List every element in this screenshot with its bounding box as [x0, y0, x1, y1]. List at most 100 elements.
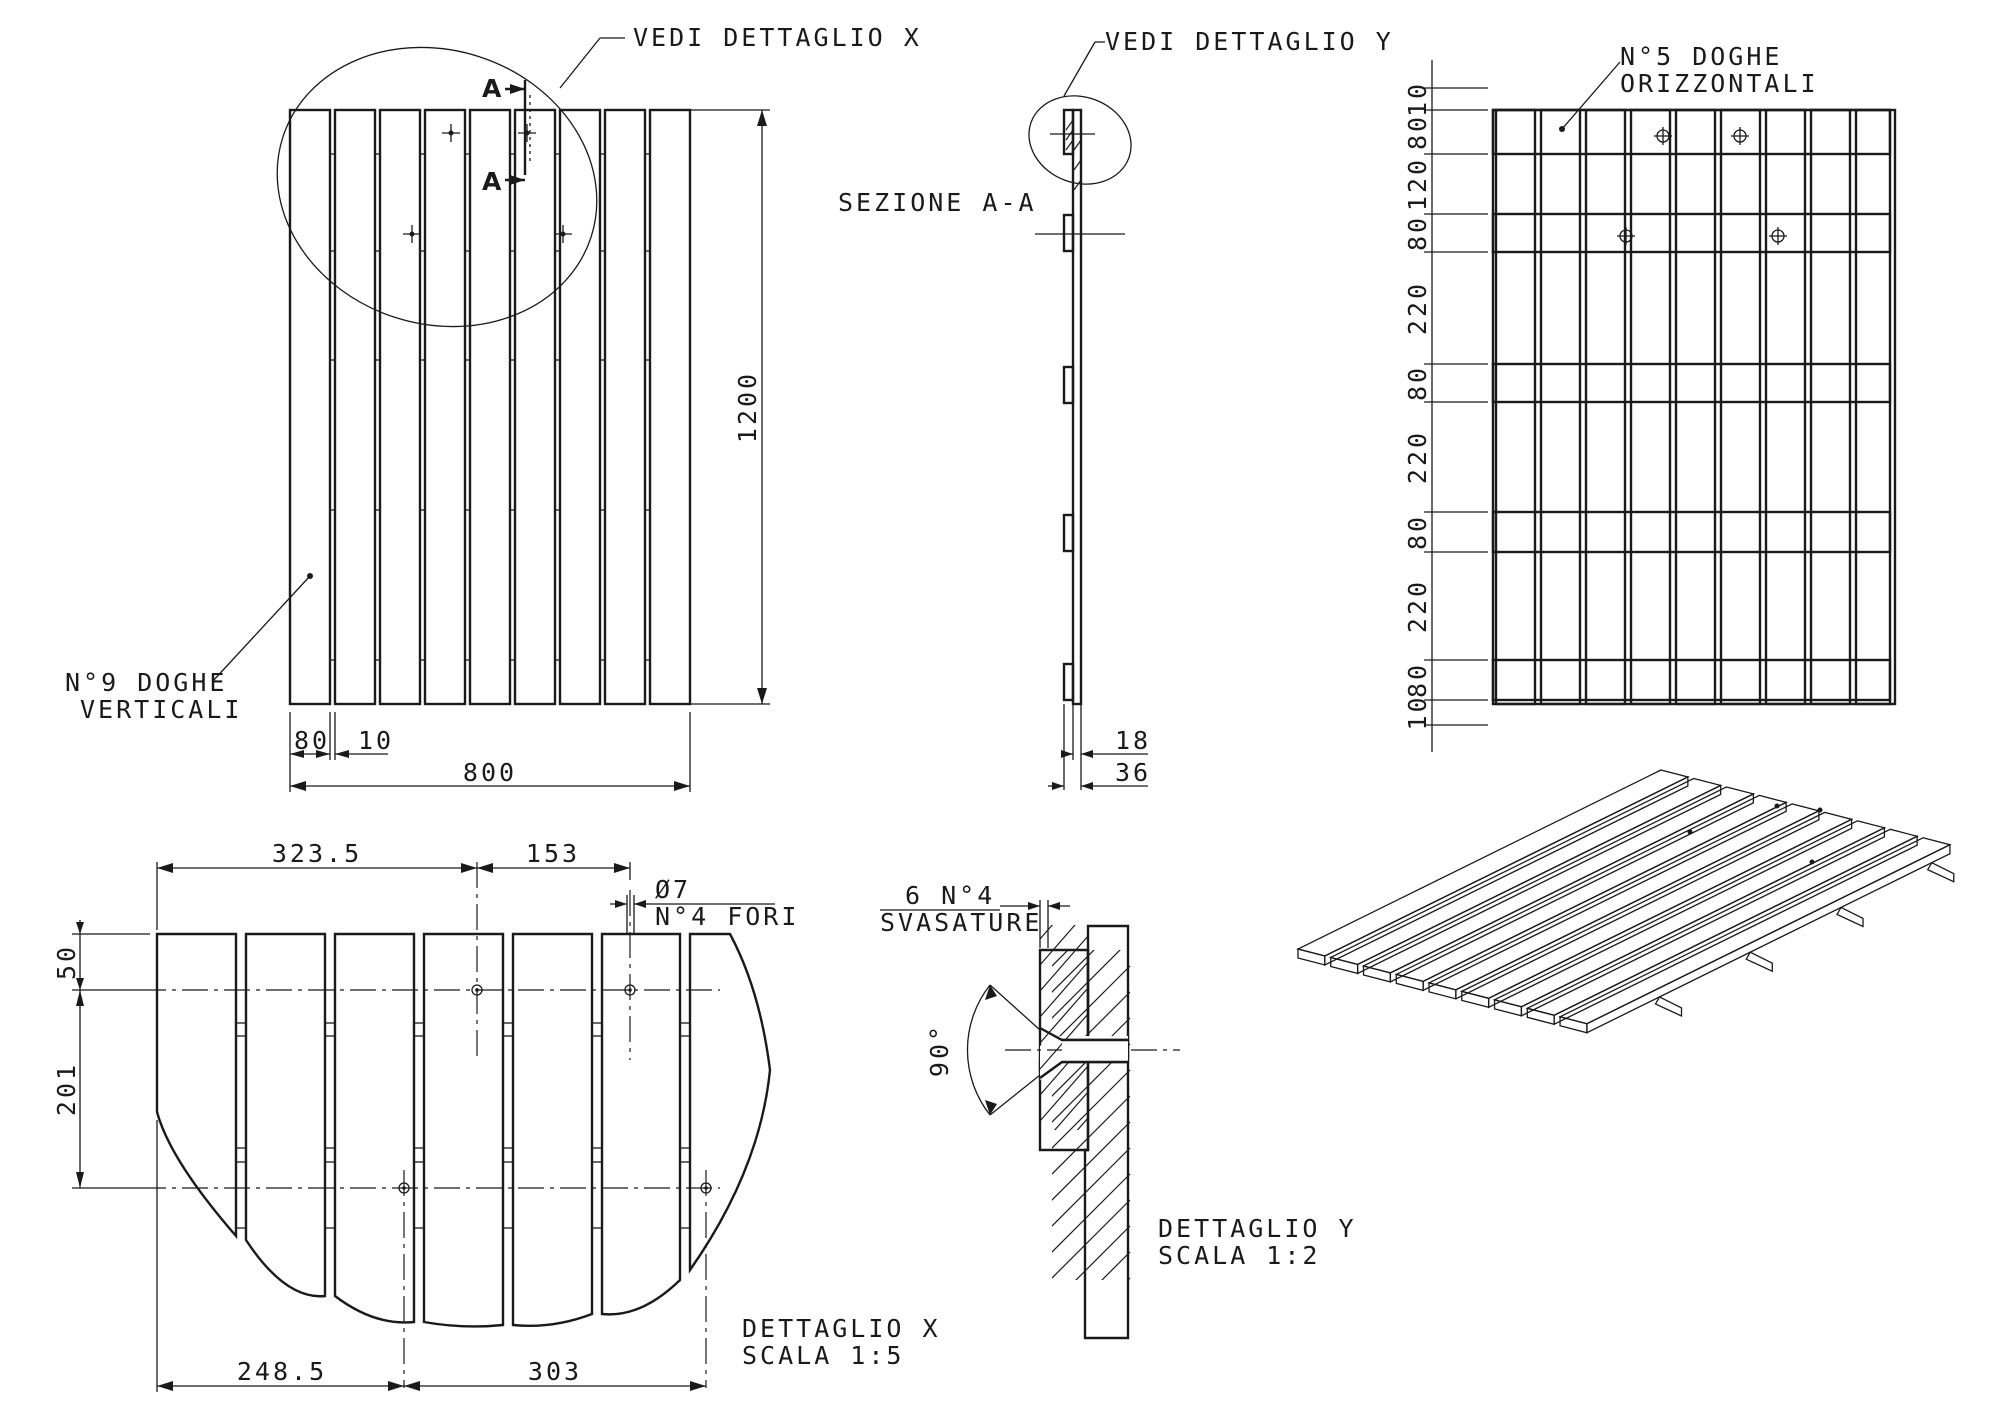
hatch-line — [1052, 1199, 1131, 1279]
vertical-slat — [423, 108, 467, 706]
detail-slat — [244, 932, 327, 1298]
fori-diameter: Ø7 — [655, 875, 691, 904]
iso-slat-end — [1461, 990, 1490, 1009]
back-dim-value: 80 — [1403, 215, 1432, 251]
hatch-line — [1040, 680, 1130, 770]
iso-batten — [1745, 951, 1773, 973]
back-dim-value: 80 — [1403, 365, 1432, 401]
countersunk-holes — [1617, 127, 1787, 245]
isometric-view — [1296, 769, 1955, 1034]
back-vertical-slats — [1494, 108, 1897, 706]
back-dim-value: 10 — [1403, 81, 1432, 117]
hatch-line — [1052, 1069, 1131, 1149]
hole-mark — [1731, 127, 1749, 145]
hatch-line — [1076, 1117, 1089, 1130]
dim-323-5: 323.5 — [272, 839, 362, 868]
hatch-line — [1052, 1121, 1131, 1201]
iso-slat-top — [1558, 837, 1952, 1025]
back-vertical-slat — [1494, 108, 1537, 706]
vertical-slat — [468, 108, 512, 706]
back-dim-value: 80 — [1403, 662, 1432, 698]
back-vertical-slat — [1719, 108, 1762, 706]
detail-slat — [688, 932, 772, 1274]
vertical-slat — [288, 108, 332, 706]
back-vertical-slat — [1764, 108, 1807, 706]
dim-width-800: 800 — [463, 758, 517, 787]
detail-slat — [155, 932, 238, 1240]
hatch-line — [1040, 961, 1089, 1018]
vertical-slat — [378, 108, 422, 706]
back-dim-value: 10 — [1403, 694, 1432, 730]
hatch-line — [1040, 576, 1130, 666]
hatch-line — [1075, 1225, 1131, 1280]
hatch-line — [1040, 784, 1130, 874]
dettaglio-y-scale: SCALA 1:2 — [1158, 1241, 1320, 1270]
horizontal-slat — [1491, 362, 1892, 404]
fori-count: N°4 FORI — [655, 902, 799, 931]
sezione-label: SEZIONE A-A — [838, 188, 1037, 217]
section-mark-top: A — [482, 74, 504, 103]
dim-thickness-18: 18 — [1115, 726, 1151, 755]
back-vertical-slat — [1809, 108, 1852, 706]
iso-slat-end — [1559, 1015, 1588, 1034]
vedi-dettaglio-x-label: VEDI DETTAGLIO X — [633, 23, 922, 52]
hole-mark — [442, 124, 460, 142]
iso-slat-top — [1525, 828, 1920, 1016]
iso-slat-top — [1427, 803, 1821, 991]
hatch-line — [1040, 1065, 1089, 1122]
back-dim-value: 220 — [1403, 579, 1432, 633]
hatch-line — [1052, 950, 1069, 967]
front-view: VEDI DETTAGLIO X A A N°9 DOGHE VERTICALI… — [65, 23, 922, 792]
horizontal-slat — [1491, 108, 1892, 156]
hole-mark — [518, 124, 536, 142]
horizontal-slats — [1491, 108, 1892, 706]
detail-slat — [422, 932, 505, 1328]
iso-slat-end — [1526, 1007, 1555, 1026]
vedi-dettaglio-y-label: VEDI DETTAGLIO Y — [1105, 27, 1394, 56]
hole-mark — [1654, 127, 1672, 145]
dim-201: 201 — [52, 1062, 81, 1116]
back-vertical-slat — [1674, 108, 1717, 706]
iso-slat-side — [1586, 843, 1951, 1034]
back-view: N°5 DOGHE ORIZZONTALI 108012080220802208… — [1403, 42, 1897, 752]
back-dim-value: 80 — [1403, 114, 1432, 150]
dim-slat-80: 80 — [294, 726, 330, 755]
back-vertical-slat — [1629, 108, 1672, 706]
hatch-line — [1040, 836, 1130, 926]
detail-y-view: 90° 6 N°4 SVASATURE DETTAGLIO Y SCALA 1:… — [880, 576, 1357, 1340]
vertical-slat — [648, 108, 692, 706]
back-dim-value: 220 — [1403, 281, 1432, 335]
dim-248-5: 248.5 — [237, 1357, 327, 1386]
hatch-line — [1040, 925, 1076, 966]
hatch-line — [1040, 925, 1054, 940]
dim-153: 153 — [526, 839, 580, 868]
doghe-verticali-line2: VERTICALI — [80, 695, 242, 724]
doghe-verticali-line1: N°9 DOGHE — [65, 668, 227, 697]
vertical-slat — [603, 108, 647, 706]
iso-slat-top — [1361, 786, 1756, 974]
horizontal-slat — [1491, 212, 1892, 254]
iso-slat-end — [1330, 956, 1359, 975]
hatch-line — [1054, 1091, 1089, 1130]
doghe-orizzontali-line1: N°5 DOGHE — [1620, 42, 1782, 71]
dettaglio-x-title: DETTAGLIO X — [742, 1314, 941, 1343]
dettaglio-y-title: DETTAGLIO Y — [1158, 1214, 1357, 1243]
hatch-line — [1040, 602, 1130, 692]
horizontal-slat — [1491, 658, 1892, 702]
doghe-orizzontali-line2: ORIZZONTALI — [1620, 69, 1819, 98]
detail-x-slats — [155, 932, 772, 1328]
horizontal-slat — [1491, 510, 1892, 554]
hatch-line — [1040, 810, 1130, 900]
iso-slat-end — [1428, 982, 1457, 1000]
hatch-line — [1052, 1173, 1131, 1253]
hatch-line — [1101, 1251, 1131, 1280]
detail-y-circle — [1028, 95, 1132, 185]
svasature-count: 6 N°4 — [905, 881, 995, 910]
dettaglio-x-scale: SCALA 1:5 — [742, 1341, 904, 1370]
iso-slat-top — [1296, 769, 1690, 957]
iso-slat-end — [1493, 999, 1523, 1017]
hole-mark — [554, 225, 572, 243]
detail-slat — [600, 932, 682, 1316]
